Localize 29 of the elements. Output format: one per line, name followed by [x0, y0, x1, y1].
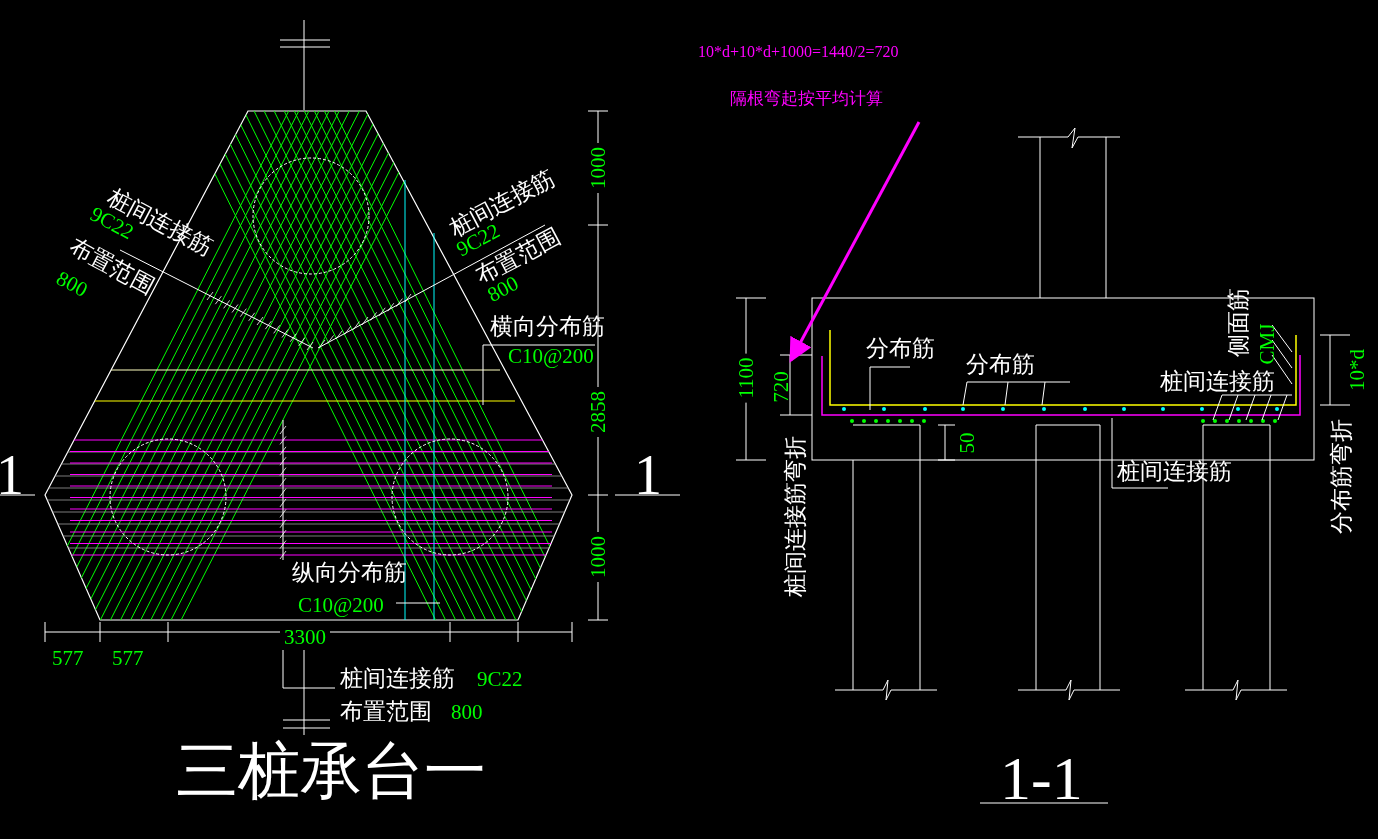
- drawing-label: 分布筋弯折: [1326, 418, 1355, 534]
- drawing-label: C10@200: [298, 592, 384, 619]
- drawing-label: 桩间连接筋: [1160, 367, 1275, 396]
- drawing-label: 1: [634, 443, 662, 508]
- drawing-label: 577: [52, 645, 84, 672]
- drawing-label: 分布筋: [966, 350, 1035, 379]
- formula-note: 隔根弯起按平均计算: [730, 88, 884, 110]
- formula-note: 10*d+10*d+1000=1440/2=720: [698, 42, 900, 62]
- drawing-label: 布置范围: [340, 697, 432, 726]
- drawing-title: 三桩承台一: [176, 740, 486, 802]
- drawing-label: 桩间连接筋: [1117, 457, 1232, 486]
- drawing-label: 800: [51, 265, 92, 303]
- dimension-text: 720: [767, 371, 794, 403]
- drawing-label: 纵向分布筋: [292, 558, 407, 587]
- drawing-label: CMJ: [1253, 323, 1280, 365]
- drawing-label: 桩间连接筋: [340, 664, 455, 693]
- leader-arrow: [789, 121, 921, 363]
- drawing-label: 50: [953, 432, 980, 454]
- drawing-label: 桩间连接筋弯折: [780, 435, 809, 597]
- drawing-label: 侧面筋: [1223, 287, 1252, 357]
- drawing-label: 9C22: [477, 666, 523, 693]
- drawing-label: 577: [112, 645, 144, 672]
- drawing-label: 横向分布筋: [490, 312, 605, 341]
- drawing-label: 800: [451, 699, 483, 726]
- drawing-label: 1: [0, 443, 24, 508]
- drawing-label: 1-1: [1000, 743, 1083, 814]
- drawing-label: 10*d: [1343, 349, 1370, 391]
- drawing-label: C10@200: [508, 343, 594, 370]
- drawing-label: 分布筋: [866, 334, 935, 363]
